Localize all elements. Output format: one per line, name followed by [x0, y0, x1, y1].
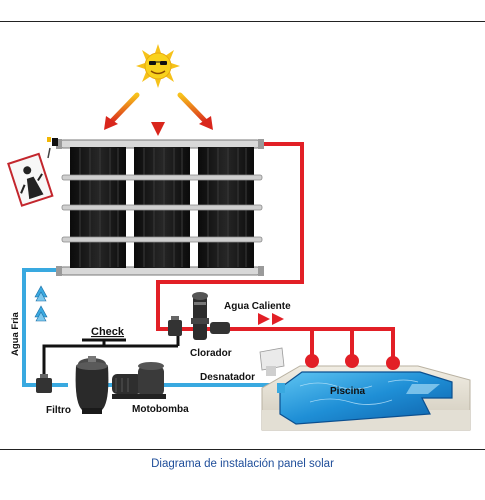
pump-icon — [112, 362, 166, 399]
return-jets — [305, 354, 400, 370]
pool-icon — [261, 354, 471, 431]
label-desnatador: Desnatador — [200, 372, 255, 383]
cold-flow-arrows — [34, 285, 48, 322]
filter-icon — [75, 356, 109, 414]
ray-arrow-center — [151, 89, 165, 136]
label-clorador: Clorador — [190, 348, 232, 359]
check-line — [42, 336, 180, 385]
sun-icon — [136, 44, 180, 88]
ray-arrow-left — [104, 92, 140, 130]
diagram-caption: Diagrama de instalación panel solar — [151, 458, 334, 470]
chlorinator-icon — [191, 292, 209, 340]
skimmer-icon — [259, 347, 285, 376]
label-agua-fria: Agua Fria — [10, 311, 21, 356]
person-icon — [7, 137, 58, 207]
bottom-rule — [0, 449, 485, 450]
label-agua-caliente: Agua Caliente — [224, 301, 291, 312]
hot-flow-arrows — [258, 313, 284, 325]
label-motobomba: Motobomba — [132, 404, 189, 415]
sun-rays — [104, 89, 213, 136]
ray-arrow-right — [177, 92, 213, 130]
label-piscina: Piscina — [330, 386, 365, 397]
top-rule — [0, 21, 485, 22]
solar-panels — [56, 139, 264, 276]
label-check: Check — [91, 326, 125, 338]
valve-icon — [36, 374, 52, 393]
label-filtro: Filtro — [46, 405, 71, 416]
valve-icon — [168, 316, 230, 336]
